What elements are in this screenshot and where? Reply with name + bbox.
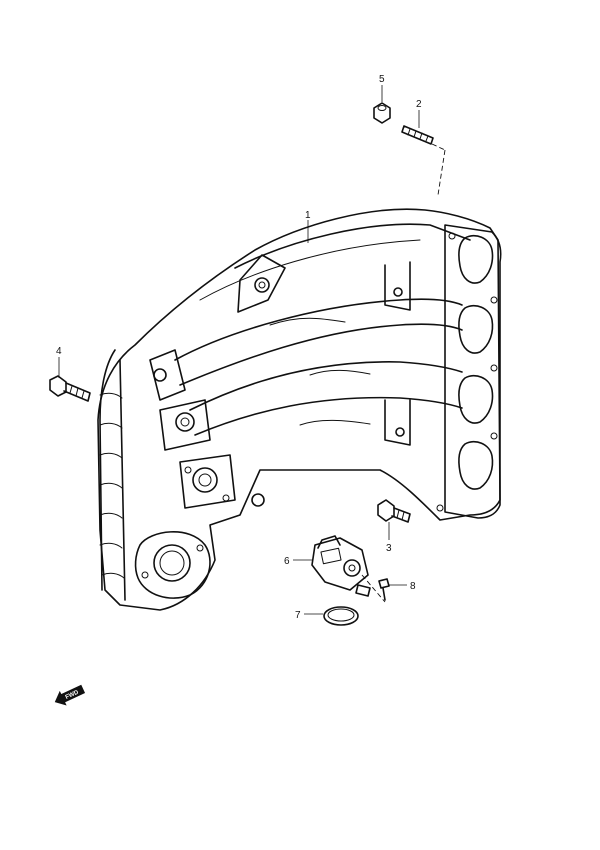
fwd-arrow-icon: FWD — [54, 684, 86, 706]
callouts: 1 2 3 4 5 6 7 8 — [56, 74, 422, 621]
intake-manifold[interactable] — [97, 208, 502, 611]
callout-6: 6 — [284, 556, 290, 567]
stud[interactable] — [401, 125, 434, 145]
callout-4: 4 — [56, 346, 62, 357]
o-ring[interactable] — [323, 606, 359, 626]
bolt-left[interactable] — [49, 375, 91, 402]
sensor[interactable] — [311, 535, 371, 597]
leader-lines — [58, 85, 446, 615]
callout-3: 3 — [386, 543, 392, 554]
callout-2: 2 — [416, 99, 422, 110]
fwd-label: FWD — [65, 689, 81, 700]
callout-1: 1 — [305, 210, 311, 221]
nut[interactable] — [373, 102, 391, 124]
screw[interactable] — [378, 578, 390, 601]
callout-5: 5 — [379, 74, 385, 85]
callout-8: 8 — [410, 581, 416, 592]
callout-7: 7 — [295, 610, 301, 621]
bolt-lower[interactable] — [377, 499, 411, 523]
